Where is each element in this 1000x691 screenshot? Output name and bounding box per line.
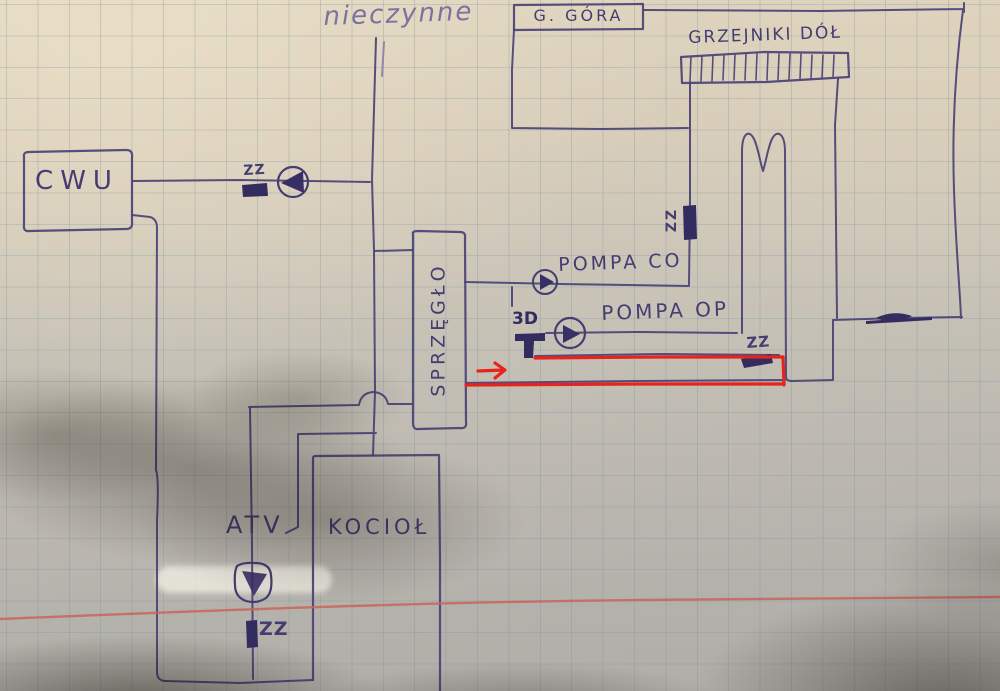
pompa-op-pump-rotor bbox=[563, 325, 580, 343]
pipe-right-edge bbox=[952, 9, 964, 319]
pipe-top-run bbox=[643, 2, 965, 13]
red-ruled-line bbox=[0, 595, 1000, 621]
label-g-gora: G. GÓRA bbox=[533, 6, 624, 25]
atv-pump-rotor bbox=[242, 571, 267, 596]
pompa-co-pump-rotor bbox=[540, 274, 554, 290]
pipe-pompa-co bbox=[464, 281, 690, 287]
red-highlight-top bbox=[533, 355, 785, 360]
note-tail bbox=[381, 41, 385, 77]
note-inactive: nieczynne bbox=[322, 0, 474, 32]
zz-valve-atv bbox=[246, 620, 258, 648]
label-pompa-op: POMPA OP bbox=[600, 296, 730, 325]
label-zz-atv: ZZ bbox=[259, 618, 289, 640]
pipe-bridge-horizontal bbox=[248, 391, 414, 408]
label-pompa-co: POMPA CO bbox=[557, 249, 683, 276]
red-highlight-right bbox=[781, 355, 786, 387]
label-sprzeglo: SPRZĘGŁO bbox=[427, 262, 450, 397]
label-zz-return: ZZ bbox=[745, 332, 771, 352]
zz-valve-cwu bbox=[242, 183, 268, 197]
label-cwu: CWU bbox=[35, 166, 119, 196]
pipe-ggora-drop bbox=[511, 28, 689, 130]
zz-valve-heating-riser bbox=[683, 205, 697, 240]
pipe-radiator-right-drop bbox=[834, 78, 839, 319]
label-zz-heating-riser: ZZ bbox=[664, 207, 680, 233]
kociol-box bbox=[311, 453, 442, 691]
radiator-fins bbox=[689, 52, 835, 82]
cwu-pump-rotor bbox=[281, 171, 304, 193]
three-way-valve-icon bbox=[515, 333, 545, 358]
pipe-radiator-left-drop bbox=[688, 81, 691, 286]
label-atv: ATV bbox=[226, 511, 284, 539]
red-highlight-bottom bbox=[464, 382, 786, 387]
pipe-cwu-supply bbox=[132, 179, 371, 183]
label-3d-valve: 3D bbox=[512, 309, 538, 329]
pipe-riser-to-separator bbox=[373, 249, 414, 252]
red-arrow bbox=[476, 361, 507, 380]
radiator-outline bbox=[679, 50, 851, 85]
label-zz-cwu: ZZ bbox=[242, 161, 267, 179]
label-kociol: KOCIOŁ bbox=[328, 515, 431, 539]
